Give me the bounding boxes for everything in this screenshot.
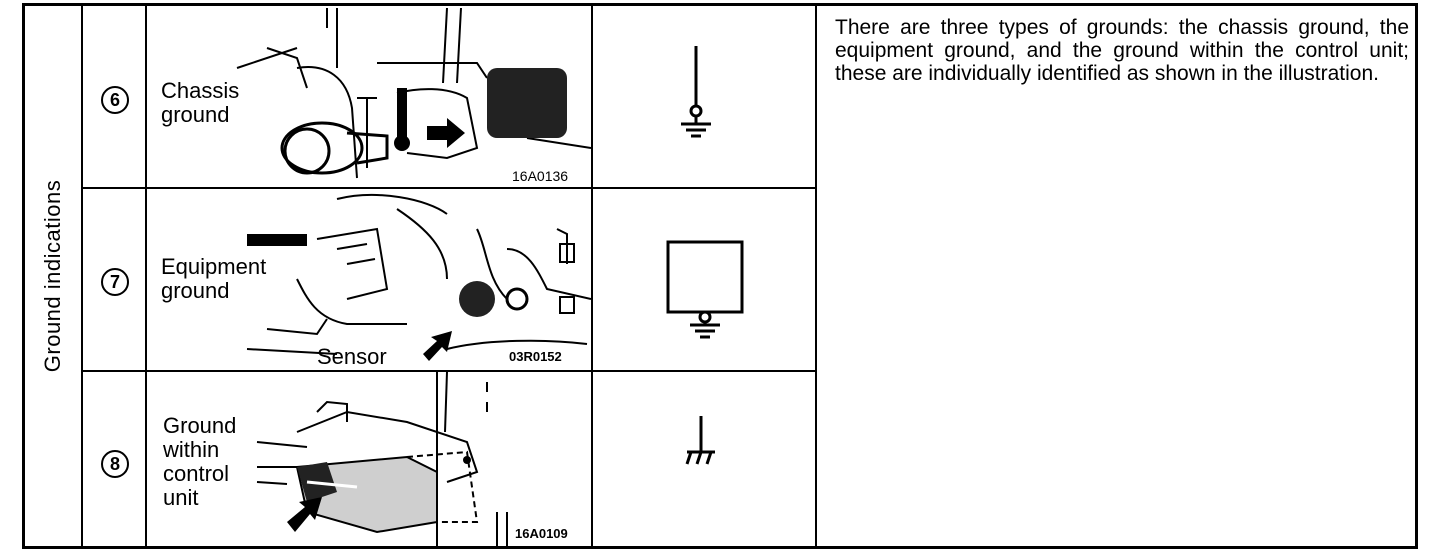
row-number: 6: [101, 86, 129, 114]
column-divider: [81, 6, 83, 546]
section-label: Ground indications: [40, 179, 65, 373]
row-label: Chassis ground: [161, 78, 240, 127]
control-unit-ground-drawing: [256, 372, 508, 546]
equipment-ground-drawing: [246, 193, 591, 361]
chassis-ground-icon: [681, 46, 711, 138]
equipment-ground-icon: [666, 240, 744, 339]
column-divider: [591, 6, 593, 546]
figure-code: 03R0152: [509, 349, 562, 364]
row-divider: [81, 370, 815, 372]
chassis-ground-drawing: [236, 8, 591, 179]
column-divider: [815, 6, 817, 546]
figure-code: 16A0109: [515, 526, 568, 541]
description-text: There are three types of grounds: the ch…: [835, 16, 1409, 85]
control-unit-ground-illustration: Ground within control unit 16A0109: [147, 372, 591, 546]
row-divider: [81, 187, 815, 189]
figure-code: 16A0136: [512, 168, 569, 184]
row-label: Ground within control unit: [163, 413, 237, 510]
row-label: Equipment ground: [161, 254, 267, 303]
row-number: 7: [101, 268, 129, 296]
ground-indications-table: Ground indications 6 7 8: [22, 3, 1418, 549]
sensor-callout: Sensor: [317, 344, 387, 369]
equipment-ground-illustration: Equipment ground Sensor 03R0152: [147, 189, 591, 370]
column-divider: [145, 6, 147, 546]
chassis-ground-illustration: Chassis ground 16A0136: [147, 8, 591, 187]
row-number: 8: [101, 450, 129, 478]
control-unit-ground-icon: [685, 416, 715, 465]
